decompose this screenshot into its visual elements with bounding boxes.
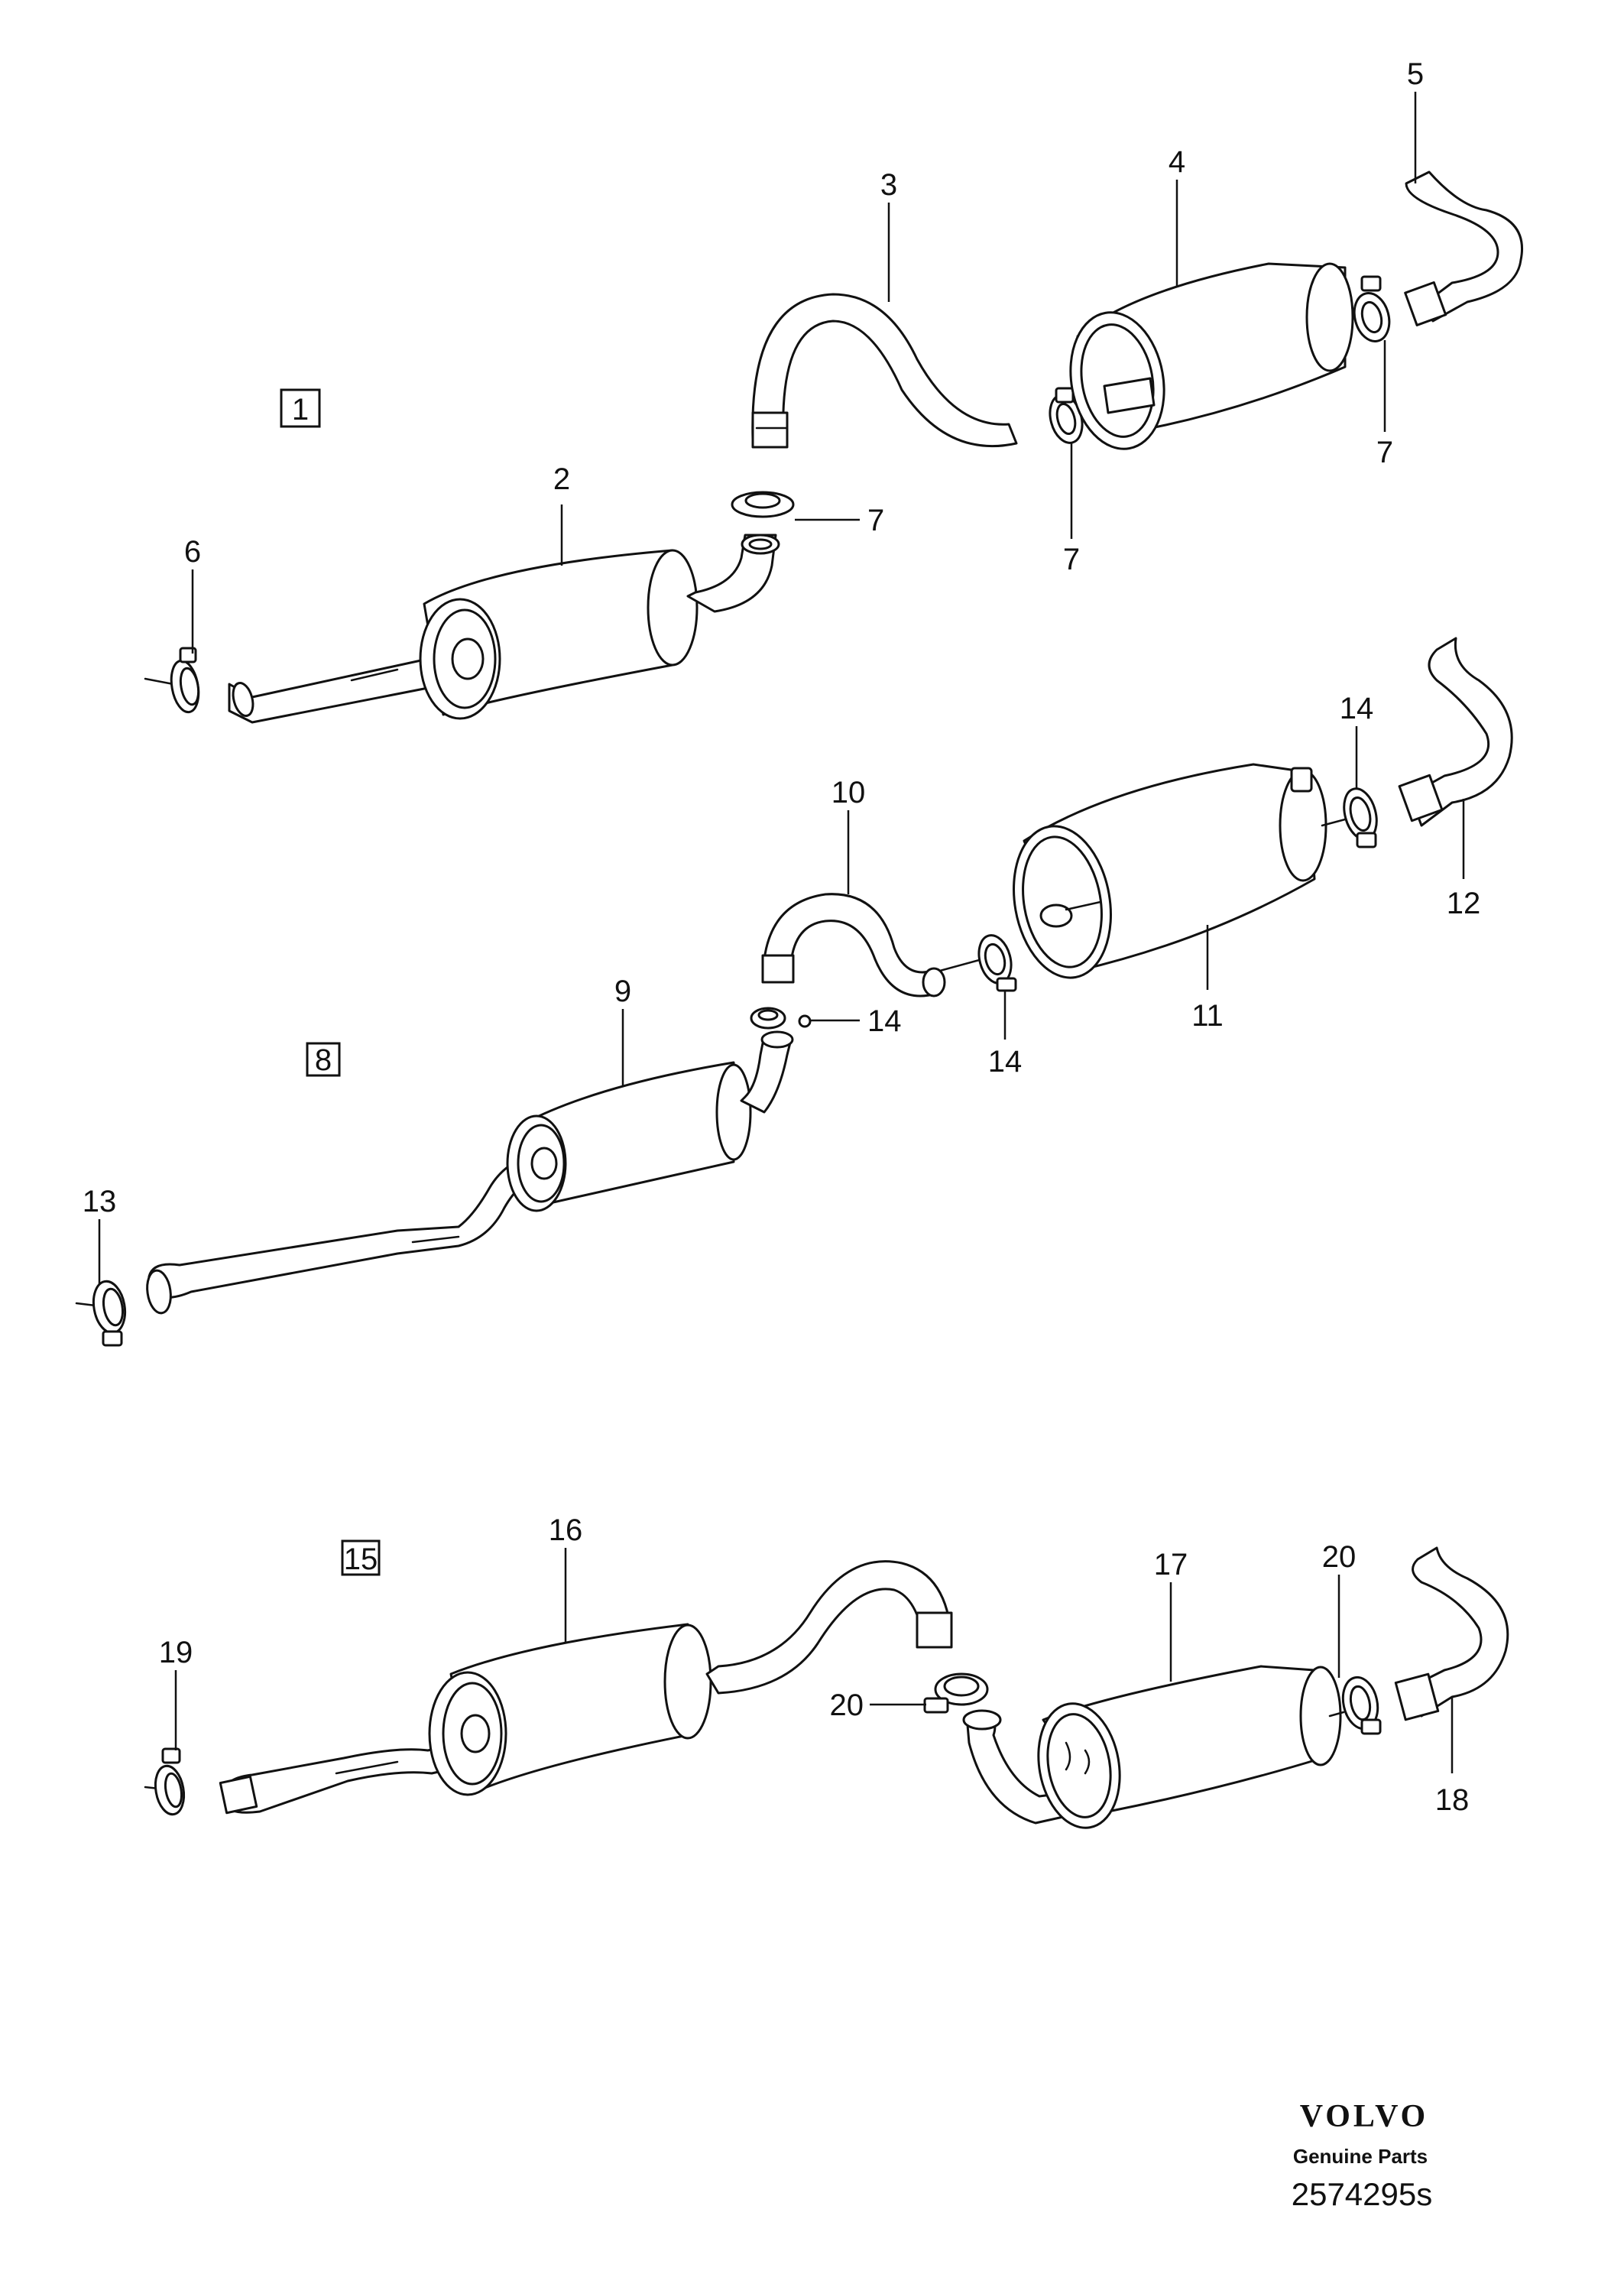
assembly-group-1: 1: [144, 57, 1523, 724]
clamp-part-6[interactable]: [144, 647, 203, 714]
svg-text:20: 20: [1322, 1540, 1357, 1574]
assembly-group-15: 15: [144, 1513, 1509, 1834]
group-number-8: 8: [315, 1043, 332, 1077]
callout-12: 12: [1447, 799, 1481, 920]
clamp-part-20-right[interactable]: [1328, 1674, 1383, 1735]
svg-text:20: 20: [830, 1688, 864, 1722]
brand-subtitle: Genuine Parts: [1293, 2145, 1428, 2168]
svg-text:17: 17: [1154, 1548, 1188, 1581]
intermediate-pipe-part-3[interactable]: [751, 293, 1018, 449]
tail-pipe-part-12[interactable]: [1398, 637, 1513, 827]
svg-text:9: 9: [614, 975, 631, 1008]
clamp-part-19[interactable]: [144, 1747, 187, 1817]
callout-5: 5: [1407, 57, 1424, 183]
callout-17: 17: [1154, 1548, 1188, 1682]
rear-muffler-part-11[interactable]: [1003, 763, 1327, 985]
group-number-1: 1: [292, 393, 309, 427]
callout-7-upper: 7: [1376, 340, 1393, 469]
svg-text:10: 10: [831, 776, 866, 809]
callout-4: 4: [1169, 145, 1185, 287]
svg-text:14: 14: [867, 1004, 902, 1038]
callout-20-right: 20: [1322, 1540, 1357, 1678]
callout-14-middle: 14: [988, 990, 1023, 1079]
tail-pipe-part-5[interactable]: [1404, 170, 1523, 326]
callout-14-gasket: 14: [810, 1004, 902, 1038]
branding-block: VOLVO Genuine Parts 2574295s: [1292, 2099, 1433, 2212]
group-box-8: [306, 1042, 341, 1077]
callout-3: 3: [880, 168, 897, 302]
front-muffler-part-16[interactable]: [219, 1560, 953, 1815]
intermediate-pipe-part-10[interactable]: [761, 893, 946, 998]
tail-pipe-part-18[interactable]: [1394, 1546, 1509, 1721]
brand-logo: VOLVO: [1300, 2099, 1428, 2134]
group-box-1: [280, 388, 321, 428]
callout-16: 16: [549, 1513, 583, 1643]
clamp-part-7-upper[interactable]: [1349, 275, 1394, 345]
svg-text:7: 7: [1376, 436, 1393, 469]
svg-text:7: 7: [1063, 543, 1080, 576]
callout-19: 19: [159, 1636, 193, 1750]
clamp-part-20-left[interactable]: [923, 1672, 989, 1714]
svg-text:3: 3: [880, 168, 897, 202]
callout-7-lower: 7: [1063, 442, 1080, 576]
front-muffler-part-2[interactable]: [228, 534, 780, 724]
svg-text:11: 11: [1191, 999, 1224, 1033]
svg-text:18: 18: [1435, 1783, 1470, 1817]
group-number-15: 15: [344, 1542, 378, 1576]
callout-7-gasket: 7: [795, 504, 884, 537]
callout-2: 2: [553, 462, 570, 566]
callout-6: 6: [184, 535, 201, 654]
svg-text:7: 7: [867, 504, 884, 537]
group-box-15: [341, 1539, 381, 1576]
svg-text:2: 2: [553, 462, 570, 496]
svg-text:14: 14: [1340, 692, 1374, 725]
callout-11: 11: [1191, 925, 1224, 1033]
clamp-part-14-middle[interactable]: [938, 932, 1017, 992]
front-muffler-part-9[interactable]: [144, 1030, 794, 1315]
callout-9: 9: [614, 975, 631, 1085]
svg-text:5: 5: [1407, 57, 1424, 91]
svg-text:14: 14: [988, 1045, 1023, 1079]
svg-text:16: 16: [549, 1513, 583, 1547]
flange-gasket-part-7[interactable]: [731, 491, 795, 518]
clamp-part-13[interactable]: [75, 1279, 129, 1347]
callout-13: 13: [83, 1185, 117, 1284]
assembly-group-8: 8: [75, 637, 1513, 1347]
svg-text:6: 6: [184, 535, 201, 569]
svg-text:13: 13: [83, 1185, 117, 1218]
callout-20-left: 20: [830, 1688, 926, 1722]
callout-14-right: 14: [1340, 692, 1374, 789]
rear-muffler-part-17[interactable]: [962, 1665, 1342, 1834]
svg-text:4: 4: [1169, 145, 1185, 179]
gasket-part-14[interactable]: [750, 1007, 812, 1030]
clamp-part-14-right[interactable]: [1321, 785, 1382, 848]
callout-10: 10: [831, 776, 866, 894]
clamp-part-7-lower[interactable]: [1045, 387, 1087, 446]
callout-18: 18: [1435, 1697, 1470, 1817]
diagram-code: 2574295s: [1292, 2176, 1433, 2212]
svg-text:12: 12: [1447, 887, 1481, 920]
svg-text:19: 19: [159, 1636, 193, 1669]
rear-muffler-part-4[interactable]: [1060, 262, 1354, 456]
